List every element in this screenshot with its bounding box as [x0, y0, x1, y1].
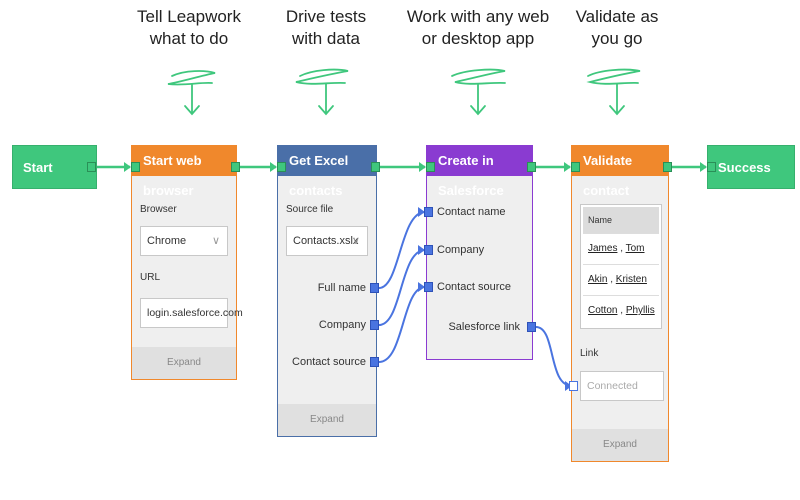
squiggle-decorations [167, 68, 641, 116]
validate-output-port[interactable] [663, 162, 672, 172]
caption-text: Drive tests with data [285, 7, 367, 48]
output-company-label: Company [318, 319, 366, 331]
names-table-header: Name [583, 207, 659, 233]
last-name: Cotton [588, 305, 618, 316]
block-title: Validate contact [583, 153, 633, 198]
excel-company-port[interactable] [370, 320, 379, 330]
create-in-salesforce-block[interactable]: Create in Salesforce Contact name Compan… [426, 145, 533, 360]
caption-text: Tell Leapwork what to do [137, 7, 241, 48]
start-label: Start [23, 160, 53, 175]
block-title: Create in Salesforce [438, 153, 504, 198]
expand-button[interactable]: Expand [132, 347, 236, 379]
expand-button[interactable]: Expand [572, 429, 668, 461]
first-name: Kristen [615, 274, 647, 285]
browser-label: Browser [140, 204, 177, 215]
chevron-down-icon: ∨ [211, 235, 220, 247]
link-label: Link [580, 348, 599, 359]
source-file-value: Contacts.xslx [293, 235, 359, 247]
expand-label: Expand [310, 414, 344, 425]
browser-output-port[interactable] [231, 162, 240, 172]
salesforce-input-port[interactable] [426, 162, 435, 172]
input-contact-name-label: Contact name [437, 206, 506, 218]
start-web-browser-block[interactable]: Start web browser Browser Chrome ∨ URL l… [131, 145, 243, 380]
output-full-name-label: Full name [317, 282, 366, 294]
first-name: Tom [625, 243, 645, 254]
block-header: Start web browser [132, 146, 236, 198]
excel-full-name-port[interactable] [370, 283, 379, 293]
link-field[interactable]: Connected [580, 371, 664, 401]
success-input-port[interactable] [707, 162, 716, 172]
expand-label: Expand [603, 439, 637, 450]
validate-contact-block[interactable]: Validate contact Name James , Tom Akin ,… [571, 145, 669, 462]
excel-input-port[interactable] [277, 162, 286, 172]
caption-tell-leapwork: Tell Leapwork what to do [114, 6, 264, 50]
input-contact-source-label: Contact source [437, 281, 511, 293]
browser-select[interactable]: Chrome ∨ [140, 226, 228, 256]
block-header: Create in Salesforce [427, 146, 532, 198]
output-contact-source-label: Contact source [292, 356, 366, 368]
chevron-down-icon: ∨ [351, 235, 360, 247]
caption-work-with-app: Work with any web or desktop app [403, 6, 553, 50]
start-block[interactable]: Start [12, 145, 97, 189]
url-label: URL [140, 272, 161, 283]
source-file-select[interactable]: Contacts.xslx ∨ [286, 226, 368, 256]
source-file-label: Source file [286, 204, 334, 215]
salesforce-contact-source-port[interactable] [424, 282, 433, 292]
table-row: James , Tom [583, 233, 659, 264]
get-excel-contacts-block[interactable]: Get Excel contacts Source file Contacts.… [277, 145, 377, 437]
salesforce-output-port[interactable] [527, 162, 536, 172]
last-name: Akin [588, 274, 608, 285]
first-name: Phyllis [625, 305, 655, 316]
output-salesforce-link-label: Salesforce link [448, 321, 520, 333]
browser-value: Chrome [147, 235, 187, 247]
block-header: Get Excel contacts [278, 146, 376, 198]
excel-contact-source-port[interactable] [370, 357, 379, 367]
url-value: login.salesforce.com [147, 307, 243, 319]
start-output-port[interactable] [87, 162, 96, 172]
excel-output-port[interactable] [371, 162, 380, 172]
caption-validate: Validate as you go [542, 6, 692, 50]
table-row: Akin , Kristen [583, 264, 659, 295]
expand-button[interactable]: Expand [278, 404, 376, 436]
expand-label: Expand [167, 357, 201, 368]
last-name: James [588, 243, 618, 254]
url-field[interactable]: login.salesforce.com [140, 298, 243, 328]
success-block[interactable]: Success [707, 145, 795, 189]
input-company-label: Company [437, 244, 485, 256]
link-placeholder: Connected [587, 380, 638, 392]
success-label: Success [718, 160, 771, 175]
names-table: Name James , Tom Akin , Kristen Cotton ,… [580, 204, 662, 329]
caption-text: Validate as you go [575, 7, 659, 48]
caption-text: Work with any web or desktop app [406, 7, 550, 48]
salesforce-contact-name-port[interactable] [424, 207, 433, 217]
validate-link-port[interactable] [569, 381, 578, 391]
block-header: Validate contact [572, 146, 668, 198]
block-title: Get Excel contacts [289, 153, 349, 198]
block-title: Start web browser [143, 153, 202, 198]
table-row: Cotton , Phyllis [583, 295, 659, 326]
caption-drive-tests: Drive tests with data [251, 6, 401, 50]
salesforce-link-port[interactable] [527, 322, 536, 332]
validate-input-port[interactable] [571, 162, 580, 172]
salesforce-company-port[interactable] [424, 245, 433, 255]
browser-input-port[interactable] [131, 162, 140, 172]
